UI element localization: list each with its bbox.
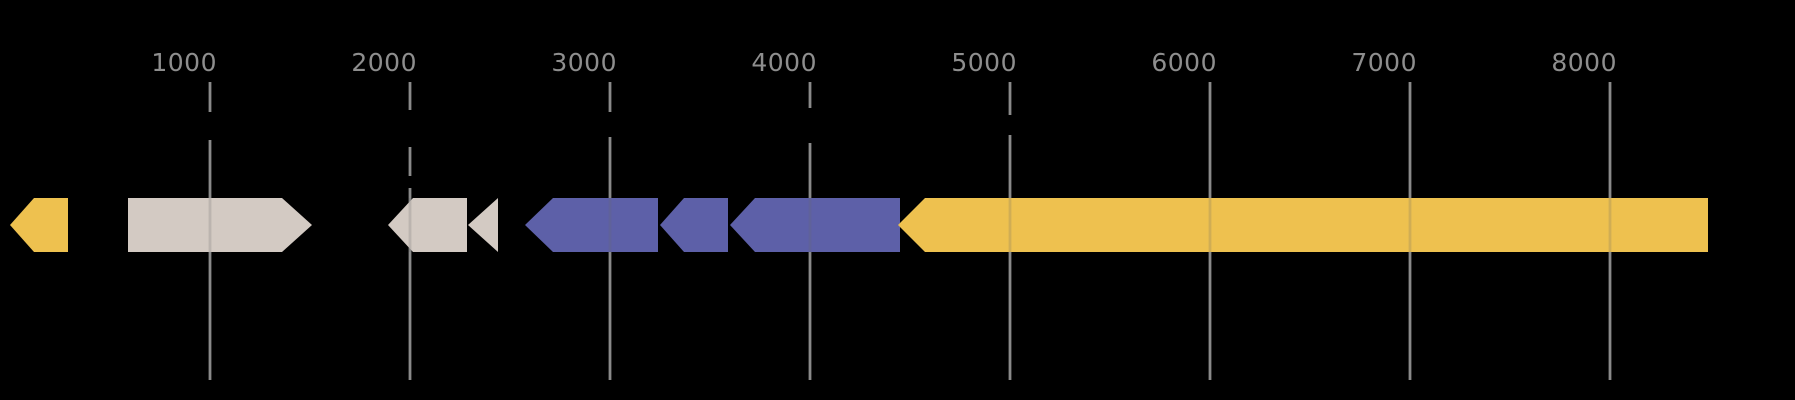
gene-1-arrow: [10, 198, 68, 252]
gridline-3000-overlay: [608, 198, 612, 252]
axis-tick-label-8000: 8000: [1551, 48, 1617, 77]
gridline-8000-overlay: [1608, 198, 1612, 252]
gridline-2000-label-gap: [407, 176, 413, 188]
gene-3-arrow: [388, 198, 467, 252]
gridline-2000-overlay: [408, 198, 412, 252]
axis-tick-label-2000: 2000: [351, 48, 417, 77]
axis-tick-label-6000: 6000: [1151, 48, 1217, 77]
gridline-4000-label-gap: [807, 108, 813, 143]
gene-2-arrow: [128, 198, 312, 252]
axis-tick-label-5000: 5000: [951, 48, 1017, 77]
gene-8-arrow: [898, 198, 1708, 252]
gridline-3000-label-gap: [607, 112, 613, 137]
gridline-7000-overlay: [1408, 198, 1412, 252]
gridline-4000-overlay: [808, 198, 812, 252]
axis-tick-label-4000: 4000: [751, 48, 817, 77]
gridline-1000-label-gap: [207, 112, 213, 140]
axis-tick-label-7000: 7000: [1351, 48, 1417, 77]
gridline-6000-overlay: [1208, 198, 1212, 252]
gene-6-arrow: [660, 198, 728, 252]
gene-4-arrow: [468, 198, 498, 252]
gridline-5000-overlay: [1008, 198, 1012, 252]
gridline-2000-label-gap: [407, 110, 413, 147]
gene-5-arrow: [525, 198, 658, 252]
gridline-1000-overlay: [208, 198, 212, 252]
gridline-5000-label-gap: [1007, 115, 1013, 135]
axis-tick-label-3000: 3000: [551, 48, 617, 77]
axis-tick-label-1000: 1000: [151, 48, 217, 77]
gene-7-arrow: [730, 198, 900, 252]
